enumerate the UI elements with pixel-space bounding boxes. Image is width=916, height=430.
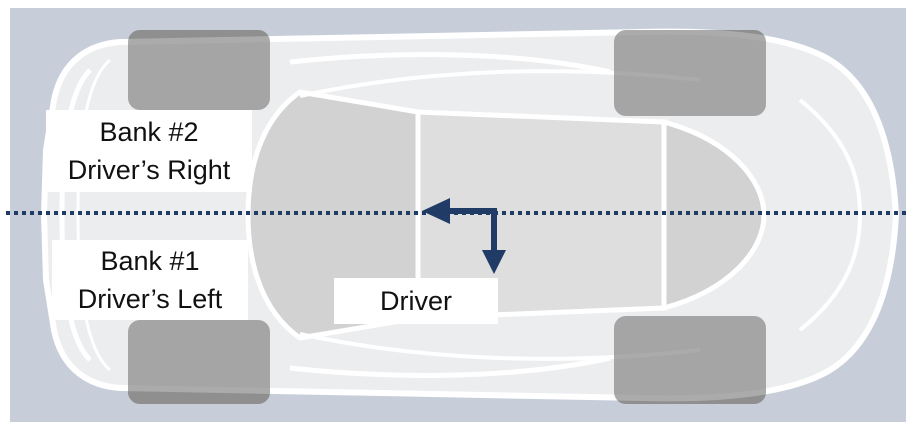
- hood-line: [798, 98, 863, 332]
- bank-1-subtitle: Driver’s Left: [77, 284, 223, 314]
- bank-2-label: Bank #2 Driver’s Right: [46, 110, 252, 192]
- side-line-right: [289, 52, 611, 75]
- wheel-front-right-overlay: [614, 30, 766, 116]
- wheel-rear-left-overlay: [128, 320, 270, 404]
- arrow-down-head: [482, 250, 506, 274]
- driver-label: Driver: [334, 278, 498, 324]
- side-line-left: [289, 355, 611, 378]
- arrow-path: [446, 208, 497, 262]
- bank-1-title: Bank #1: [100, 246, 200, 276]
- bank-2-subtitle: Driver’s Right: [67, 155, 231, 185]
- driver-text: Driver: [380, 286, 452, 316]
- arrow-left-head: [422, 198, 450, 224]
- wheel-front-left-overlay: [614, 316, 766, 404]
- bank-1-label: Bank #1 Driver’s Left: [52, 240, 248, 320]
- wheel-rear-right-overlay: [128, 30, 270, 110]
- rear-window: [245, 89, 421, 341]
- bank-2-title: Bank #2: [99, 117, 199, 147]
